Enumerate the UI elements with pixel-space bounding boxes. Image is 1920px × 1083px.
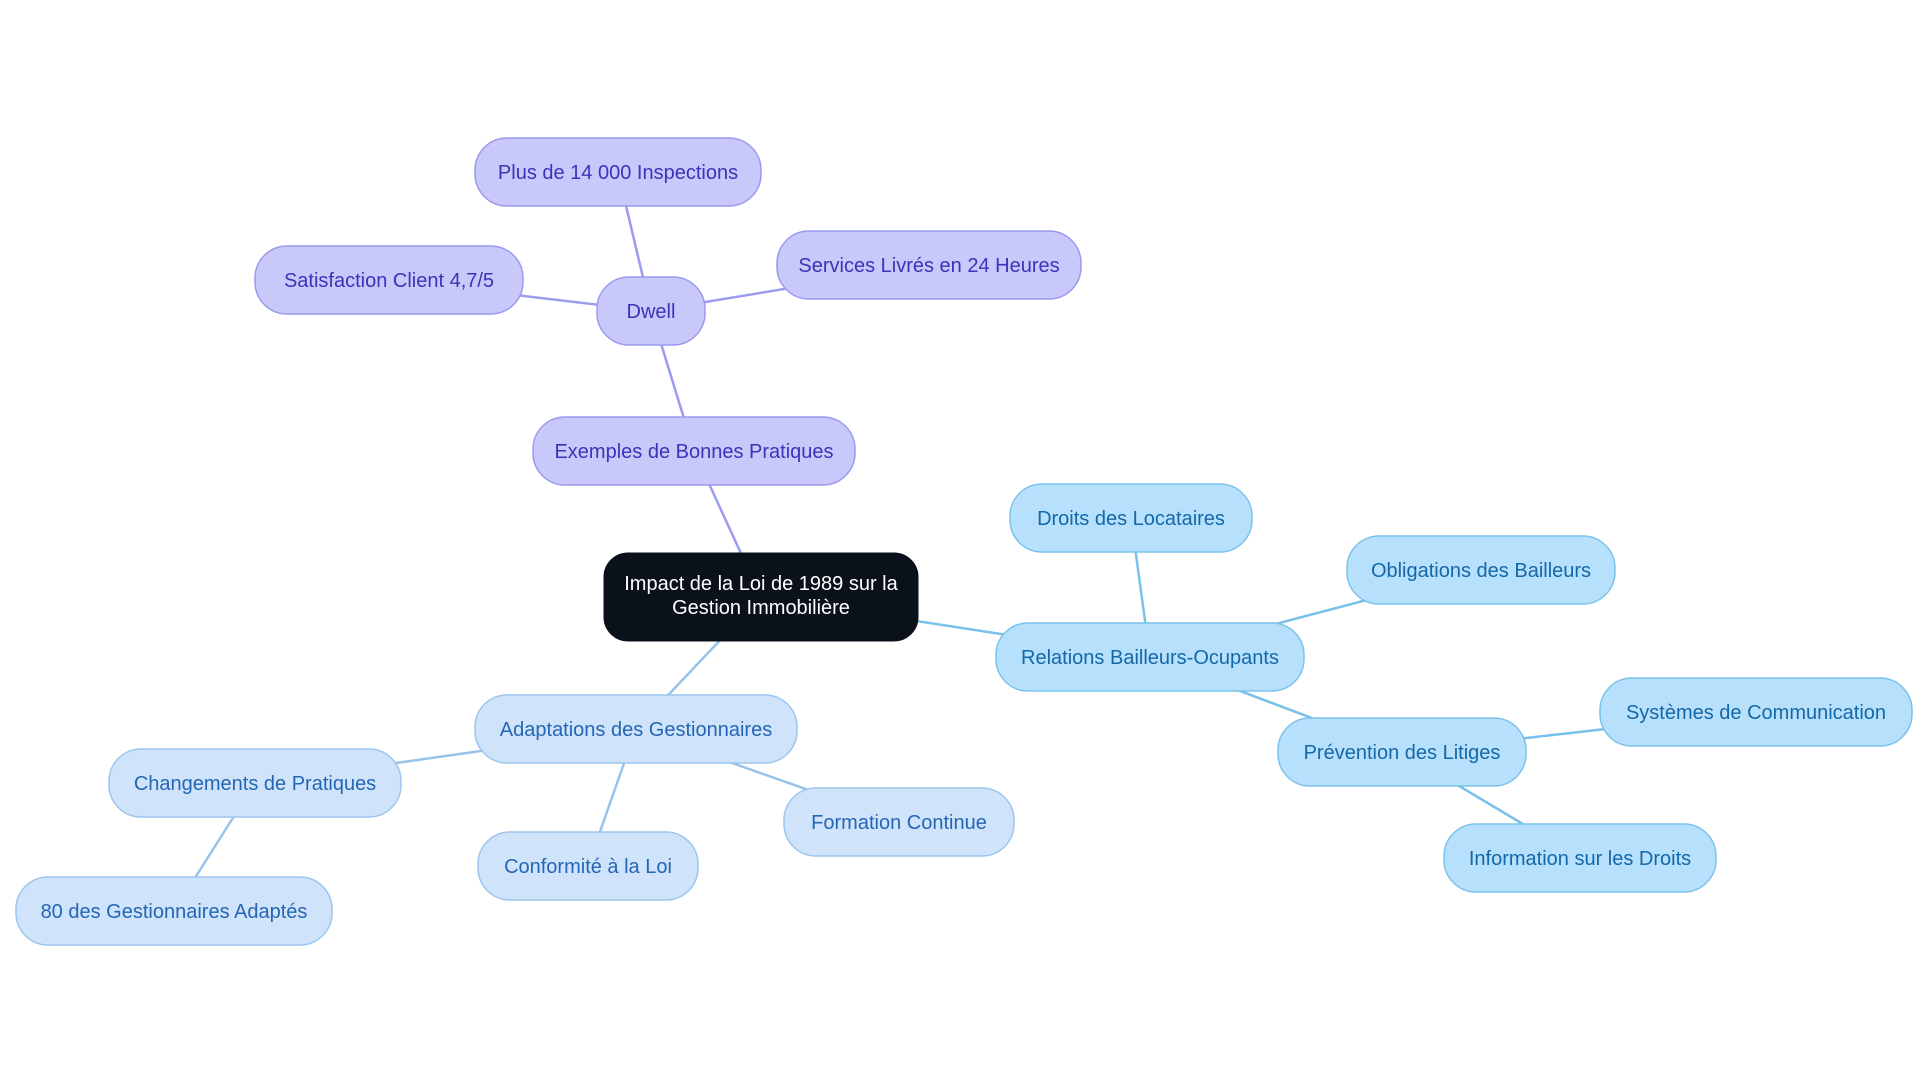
node-services[interactable]: Services Livrés en 24 Heures: [776, 230, 1082, 300]
node-prevention-box: [1277, 717, 1527, 787]
node-changements-box: [108, 748, 402, 818]
node-adaptations[interactable]: Adaptations des Gestionnaires: [474, 694, 798, 764]
node-conformite-label: Conformité à la Loi: [504, 856, 672, 878]
node-quatrevingts-box: [15, 876, 333, 946]
node-satisfaction-box: [254, 245, 524, 315]
node-obligations-box: [1346, 535, 1616, 605]
node-satisfaction[interactable]: Satisfaction Client 4,7/5: [254, 245, 524, 315]
node-quatrevingts[interactable]: 80 des Gestionnaires Adaptés: [15, 876, 333, 946]
root-node-line-1: Impact de la Loi de 1989 sur la: [624, 573, 898, 595]
node-conformite-box: [477, 831, 699, 901]
node-formation-box: [783, 787, 1015, 857]
node-information-label: Information sur les Droits: [1469, 848, 1691, 870]
node-systemes[interactable]: Systèmes de Communication: [1599, 677, 1913, 747]
node-services-box: [776, 230, 1082, 300]
node-droits-box: [1009, 483, 1253, 553]
node-systemes-box: [1599, 677, 1913, 747]
node-satisfaction-label: Satisfaction Client 4,7/5: [284, 270, 494, 292]
node-dwell-label: Dwell: [627, 301, 676, 323]
mindmap-nodes: Exemples de Bonnes Pratiques Dwell Plus de…: [15, 137, 1913, 946]
node-formation[interactable]: Formation Continue: [783, 787, 1015, 857]
node-relations-box: [995, 622, 1305, 692]
node-relations-label: Relations Bailleurs-Ocupants: [1021, 647, 1279, 669]
node-inspections-box: [474, 137, 762, 207]
node-relations[interactable]: Relations Bailleurs-Ocupants: [995, 622, 1305, 692]
node-prevention-label: Prévention des Litiges: [1304, 742, 1501, 764]
node-services-label: Services Livrés en 24 Heures: [798, 255, 1059, 277]
node-dwell[interactable]: Dwell: [596, 276, 706, 346]
node-dwell-box: [596, 276, 706, 346]
node-formation-label: Formation Continue: [811, 812, 987, 834]
node-inspections[interactable]: Plus de 14 000 Inspections: [474, 137, 762, 207]
node-inspections-label: Plus de 14 000 Inspections: [498, 162, 738, 184]
node-exemples-label: Exemples de Bonnes Pratiques: [554, 441, 833, 463]
node-adaptations-box: [474, 694, 798, 764]
node-obligations[interactable]: Obligations des Bailleurs: [1346, 535, 1616, 605]
node-exemples-box: [532, 416, 856, 486]
node-quatrevingts-label: 80 des Gestionnaires Adaptés: [41, 901, 308, 923]
node-prevention[interactable]: Prévention des Litiges: [1277, 717, 1527, 787]
node-systemes-label: Systèmes de Communication: [1626, 702, 1886, 724]
node-changements-label: Changements de Pratiques: [134, 773, 376, 795]
node-droits-label: Droits des Locataires: [1037, 508, 1225, 530]
root-node-box: [603, 552, 919, 642]
node-information[interactable]: Information sur les Droits: [1443, 823, 1717, 893]
node-obligations-label: Obligations des Bailleurs: [1371, 560, 1591, 582]
root-node[interactable]: Impact de la Loi de 1989 sur la Gestion …: [603, 552, 919, 642]
node-information-box: [1443, 823, 1717, 893]
node-exemples[interactable]: Exemples de Bonnes Pratiques: [532, 416, 856, 486]
node-changements[interactable]: Changements de Pratiques: [108, 748, 402, 818]
root-node-line-2: Gestion Immobilière: [672, 597, 850, 619]
node-droits[interactable]: Droits des Locataires: [1009, 483, 1253, 553]
node-conformite[interactable]: Conformité à la Loi: [477, 831, 699, 901]
node-adaptations-label: Adaptations des Gestionnaires: [500, 719, 772, 741]
